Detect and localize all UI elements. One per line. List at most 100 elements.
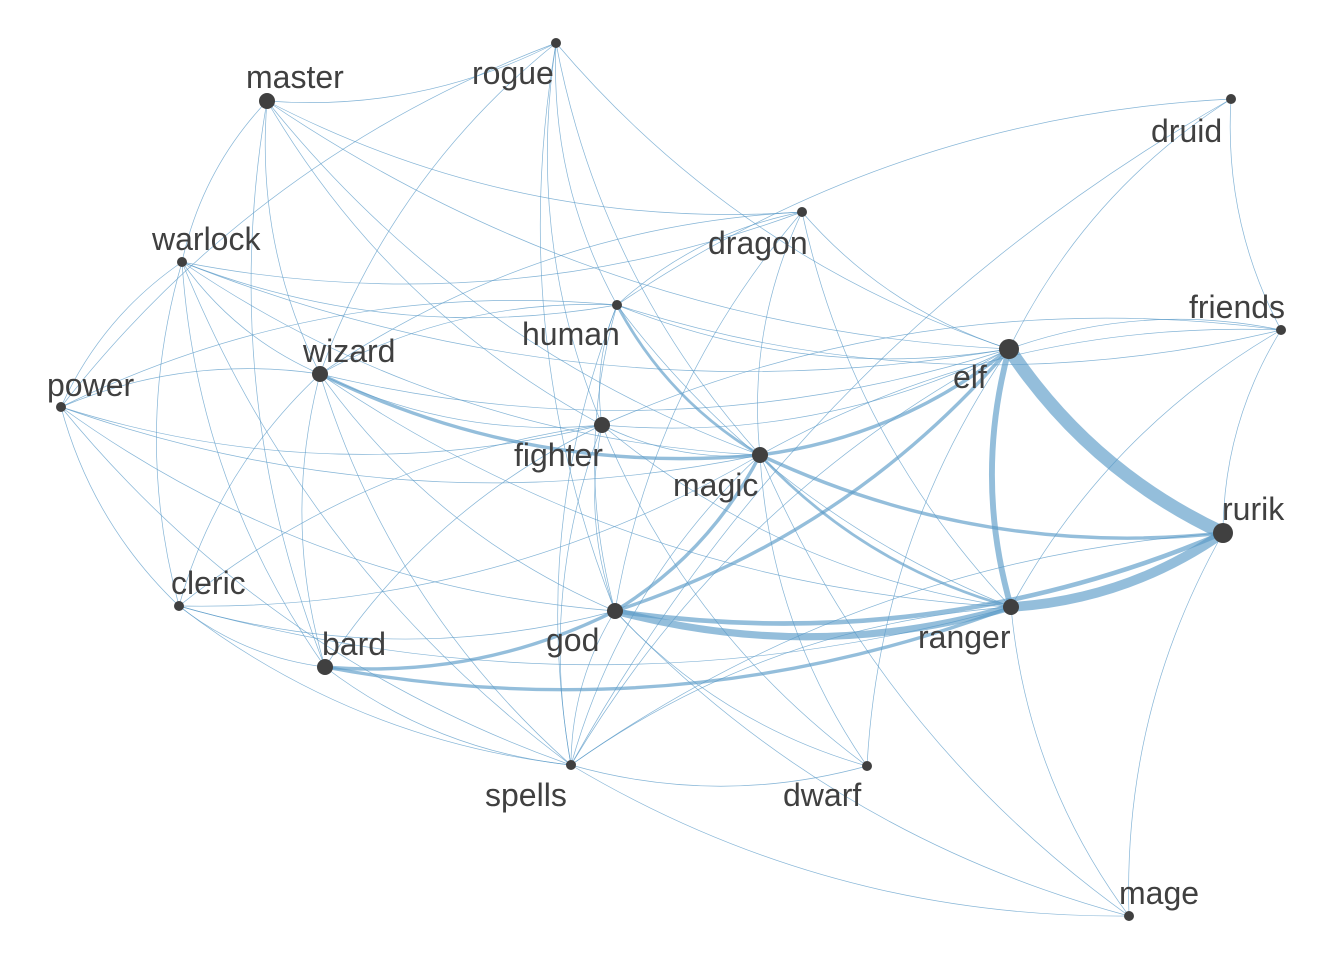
node-human <box>612 300 622 310</box>
edge-spells-mage <box>570 764 1130 917</box>
edge-wizard-power <box>60 368 321 408</box>
node-label-magic: magic <box>673 467 758 503</box>
edge-rogue-elf <box>555 42 1010 350</box>
node-druid <box>1226 94 1236 104</box>
edge-warlock-power <box>60 261 183 408</box>
edge-human-elf <box>616 304 1010 360</box>
node-rogue <box>551 38 561 48</box>
edge-power-god <box>60 406 616 612</box>
node-label-friends: friends <box>1189 289 1285 325</box>
edge-wizard-fighter <box>319 373 603 428</box>
edge-rogue-power <box>60 42 557 408</box>
edge-wizard-bard <box>301 373 326 668</box>
node-label-master: master <box>246 59 344 95</box>
edge-cleric-god <box>178 605 616 640</box>
edge-druid-elf <box>1008 98 1232 350</box>
edge-magic-spells <box>570 454 761 766</box>
edge-fighter-spells <box>559 424 603 766</box>
edge-human-wizard <box>319 304 618 375</box>
edge-god-elf <box>613 347 1011 613</box>
node-rurik <box>1213 523 1233 543</box>
edge-cleric-spells <box>178 605 572 766</box>
node-label-ranger: ranger <box>918 619 1011 655</box>
edge-human-magic <box>615 303 762 457</box>
edge-wizard-god <box>319 373 616 612</box>
edge-warlock-dragon <box>181 211 803 285</box>
edge-warlock-magic <box>181 261 761 456</box>
node-friends <box>1276 325 1286 335</box>
edge-friends-fighter <box>601 317 1282 426</box>
node-label-bard: bard <box>322 626 386 662</box>
edge-human-god <box>594 304 618 612</box>
edge-master-wizard <box>264 100 321 375</box>
node-spells <box>566 760 576 770</box>
node-label-warlock: warlock <box>151 221 261 257</box>
edge-power-cleric <box>60 406 180 607</box>
edge-magic-rurik <box>758 453 1225 540</box>
edge-cleric-bard <box>178 605 326 668</box>
node-fighter <box>594 417 610 433</box>
edge-rogue-human <box>555 42 618 306</box>
node-cleric <box>174 601 184 611</box>
edge-dragon-ranger <box>801 211 1012 608</box>
edge-bard-spells <box>324 666 572 766</box>
node-dragon <box>797 207 807 217</box>
edge-dragon-human <box>616 211 803 306</box>
edge-layer <box>60 42 1282 917</box>
node-ranger <box>1003 599 1019 615</box>
node-dwarf <box>862 761 872 771</box>
node-wizard <box>312 366 328 382</box>
edge-druid-human <box>616 98 1232 306</box>
node-label-cleric: cleric <box>171 565 246 601</box>
node-label-spells: spells <box>485 777 567 813</box>
node-power <box>56 402 66 412</box>
edge-friends-magic <box>759 328 1282 456</box>
edge-wizard-elf <box>319 348 1010 411</box>
edge-god-ranger <box>611 603 1015 641</box>
edge-warlock-elf <box>181 261 1010 372</box>
edge-druid-friends <box>1229 98 1282 331</box>
node-warlock <box>177 257 187 267</box>
node-bard <box>317 659 333 675</box>
node-label-rogue: rogue <box>472 55 554 91</box>
edge-fighter-bard <box>324 424 603 668</box>
edge-god-spells <box>570 610 616 766</box>
edge-wizard-ranger <box>319 373 1012 608</box>
edge-rurik-spells <box>570 532 1224 766</box>
edge-rurik-mage <box>1128 532 1224 917</box>
edge-power-spells <box>60 406 572 766</box>
edge-spells-dwarf <box>570 764 868 787</box>
edge-warlock-wizard <box>181 261 321 375</box>
node-mage <box>1124 911 1134 921</box>
edge-elf-dwarf <box>866 348 1010 767</box>
edge-god-mage <box>614 610 1130 917</box>
edge-friends-rurik <box>1222 329 1282 534</box>
edge-dragon-wizard <box>319 211 803 375</box>
node-elf <box>999 339 1019 359</box>
edge-elf-ranger <box>988 346 1014 610</box>
edge-warlock-bard <box>181 261 326 668</box>
edge-bard-ranger <box>323 605 1013 692</box>
edge-magic-ranger <box>758 453 1013 609</box>
edge-master-magic <box>266 100 761 456</box>
edge-wizard-spells <box>319 373 572 766</box>
node-label-dwarf: dwarf <box>783 777 861 813</box>
edge-dragon-god <box>614 211 803 612</box>
edge-god-rurik <box>612 530 1226 626</box>
node-master <box>259 93 275 109</box>
node-label-druid: druid <box>1151 113 1222 149</box>
edge-warlock-spells <box>181 261 572 766</box>
edge-friends-ranger <box>1010 329 1282 608</box>
edge-rogue-god <box>539 42 616 612</box>
node-label-human: human <box>522 316 620 352</box>
edge-master-dragon <box>266 100 803 215</box>
edge-fighter-ranger <box>601 424 1012 608</box>
edge-power-magic <box>60 406 761 484</box>
edge-wizard-cleric <box>178 373 321 607</box>
edge-fighter-dwarf <box>601 424 868 767</box>
edge-warlock-cleric <box>156 261 183 607</box>
edge-human-power <box>60 300 618 408</box>
edge-rogue-wizard <box>319 42 557 375</box>
edge-wizard-magic <box>318 372 762 461</box>
edge-elf-spells <box>570 348 1010 766</box>
